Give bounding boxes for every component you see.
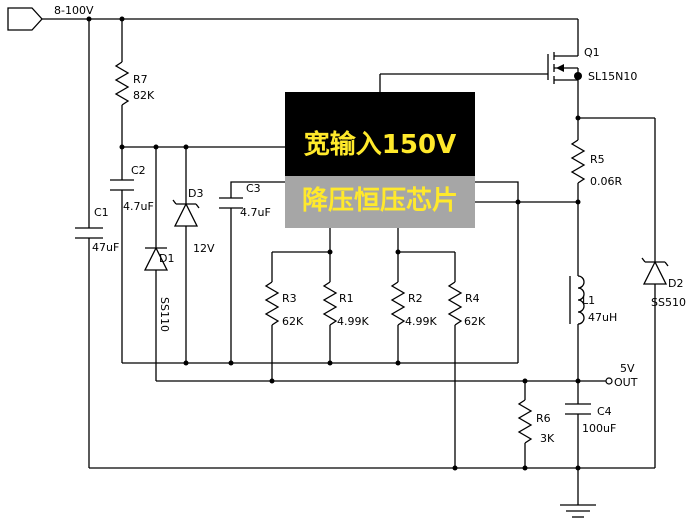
c2-value: 4.7uF (123, 200, 154, 213)
r7-name: R7 (133, 73, 148, 86)
r2-value: 4.99K (405, 315, 437, 328)
d3-name: D3 (188, 187, 203, 200)
r2-name: R2 (408, 292, 423, 305)
r6-name: R6 (536, 412, 551, 425)
c3-name: C3 (246, 182, 261, 195)
output-terminal (605, 377, 613, 385)
input-terminal (7, 7, 43, 31)
chip-title-line1: 宽输入150V (303, 130, 457, 160)
capacitor-c2 (110, 179, 134, 191)
resistor-r7 (114, 61, 130, 106)
r7-value: 82K (133, 89, 155, 102)
resistor-r6 (517, 399, 533, 444)
zener-d3 (172, 199, 200, 227)
r1-value: 4.99K (337, 315, 369, 328)
r3-value: 62K (282, 315, 304, 328)
r5-value: 0.06R (590, 175, 622, 188)
d1-value: SS110 (158, 297, 171, 332)
c3-value: 4.7uF (240, 206, 271, 219)
c1-name: C1 (94, 206, 109, 219)
c1-value: 47uF (92, 241, 119, 254)
q1-name: Q1 (584, 46, 600, 59)
resistor-r4 (447, 281, 463, 326)
output-voltage: 5V (620, 362, 635, 375)
c4-value: 100uF (582, 422, 616, 435)
r5-name: R5 (590, 153, 605, 166)
d1-name: D1 (159, 252, 174, 265)
resistor-r1 (322, 281, 338, 326)
junction-dots (86, 16, 581, 471)
r3-name: R3 (282, 292, 297, 305)
inductor-l1 (577, 275, 585, 325)
resistor-r5 (570, 139, 586, 184)
d2-value: SS510 (651, 296, 686, 309)
r4-value: 62K (464, 315, 486, 328)
c4-name: C4 (597, 405, 612, 418)
chip-block-top: 宽输入150V (285, 92, 475, 176)
capacitor-c1 (75, 227, 103, 239)
l1-value: 47uH (588, 311, 617, 324)
resistor-r2 (390, 281, 406, 326)
q1-part: SL15N10 (588, 70, 637, 83)
mosfet-q1 (547, 52, 579, 84)
resistor-r3 (264, 281, 280, 326)
output-label: OUT (614, 376, 638, 389)
c2-name: C2 (131, 164, 146, 177)
l1-name: L1 (582, 294, 595, 307)
chip-title-line2: 降压恒压芯片 (301, 186, 458, 216)
r4-name: R4 (465, 292, 480, 305)
r1-name: R1 (339, 292, 354, 305)
chip-block-bottom: 降压恒压芯片 (285, 176, 475, 228)
input-label: 8-100V (54, 4, 94, 17)
capacitor-c4 (565, 403, 591, 415)
schottky-d2 (641, 257, 669, 285)
r6-value: 3K (540, 432, 555, 445)
d2-name: D2 (668, 277, 683, 290)
d3-value: 12V (193, 242, 215, 255)
ground-symbol (560, 504, 596, 518)
